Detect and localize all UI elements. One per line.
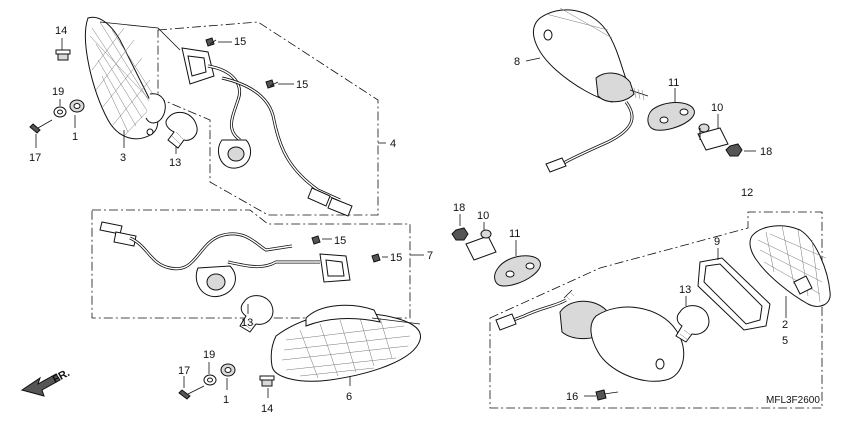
callout-7[interactable]: 7 bbox=[427, 250, 433, 262]
callout-1-top[interactable]: 1 bbox=[72, 131, 78, 143]
front-direction-label: FR. bbox=[51, 367, 72, 386]
callout-15-b[interactable]: 15 bbox=[296, 79, 308, 91]
gasket-9[interactable] bbox=[697, 257, 771, 331]
leader-lines-top-left bbox=[35, 21, 386, 154]
nut-18-bottom[interactable] bbox=[451, 227, 469, 241]
callout-10-bottom[interactable]: 10 bbox=[477, 210, 489, 222]
harness-4[interactable] bbox=[181, 47, 353, 217]
rear-winker-top[interactable] bbox=[532, 7, 649, 173]
callout-15-a[interactable]: 15 bbox=[234, 36, 246, 48]
callout-11-top[interactable]: 11 bbox=[668, 77, 679, 89]
clip-15-d[interactable] bbox=[371, 253, 381, 263]
clip-15-c[interactable] bbox=[311, 235, 321, 245]
grommet-11-bottom[interactable] bbox=[494, 255, 541, 287]
screw-14-bottom[interactable] bbox=[259, 375, 275, 387]
callout-17-top[interactable]: 17 bbox=[29, 152, 41, 164]
front-lens-left[interactable] bbox=[85, 16, 166, 140]
grommet-11-top[interactable] bbox=[647, 102, 695, 131]
leader-lines-bottom-left bbox=[183, 238, 424, 398]
callout-19-bottom[interactable]: 19 bbox=[203, 349, 215, 361]
group-7-outline bbox=[91, 209, 411, 319]
callout-3[interactable]: 3 bbox=[120, 152, 126, 164]
callout-9[interactable]: 9 bbox=[714, 236, 720, 248]
callout-18-top[interactable]: 18 bbox=[760, 146, 772, 158]
callout-15-d[interactable]: 15 bbox=[390, 252, 402, 264]
callout-12[interactable]: 12 bbox=[741, 187, 753, 199]
callout-15-c[interactable]: 15 bbox=[334, 235, 346, 247]
callout-6[interactable]: 6 bbox=[346, 391, 352, 403]
callout-14-bottom[interactable]: 14 bbox=[261, 403, 273, 415]
screw-14-top[interactable] bbox=[55, 49, 71, 61]
callout-1-bottom[interactable]: 1 bbox=[223, 394, 229, 406]
callout-13-bottom[interactable]: 13 bbox=[241, 317, 253, 329]
callout-5[interactable]: 5 bbox=[782, 335, 788, 347]
rear-winker-bottom[interactable] bbox=[495, 289, 685, 382]
bulb-13-top[interactable] bbox=[165, 111, 198, 149]
front-lens-bottom[interactable] bbox=[270, 304, 421, 382]
screw-16[interactable] bbox=[595, 389, 619, 401]
clip-15-a[interactable] bbox=[205, 37, 217, 47]
callout-10-top[interactable]: 10 bbox=[711, 102, 723, 114]
nut-18-top[interactable] bbox=[725, 143, 743, 157]
callout-16[interactable]: 16 bbox=[566, 391, 578, 403]
washer-19-bottom[interactable] bbox=[203, 374, 217, 386]
clip-15-b[interactable] bbox=[265, 79, 279, 89]
bulb-13-right[interactable] bbox=[675, 305, 710, 343]
callout-17-bottom[interactable]: 17 bbox=[178, 365, 190, 377]
collar-1-top[interactable] bbox=[69, 99, 85, 113]
callout-11-bottom[interactable]: 11 bbox=[509, 228, 520, 240]
screw-17-bottom[interactable] bbox=[178, 385, 205, 400]
callout-13-right[interactable]: 13 bbox=[679, 284, 691, 296]
callout-labels: 14 19 1 17 3 13 15 15 4 15 15 7 13 17 19… bbox=[29, 25, 788, 415]
washer-19-top[interactable] bbox=[53, 106, 67, 118]
group-4-outline bbox=[157, 21, 379, 216]
group-12-outline bbox=[489, 211, 823, 409]
rear-lens-right[interactable] bbox=[749, 225, 831, 307]
callout-4[interactable]: 4 bbox=[390, 138, 396, 150]
callout-2[interactable]: 2 bbox=[782, 319, 788, 331]
leader-lines-top-right bbox=[525, 57, 756, 152]
front-direction-arrow bbox=[20, 373, 61, 397]
callout-18-bottom[interactable]: 18 bbox=[453, 202, 465, 214]
diagram-code: MFL3F2600 bbox=[766, 395, 820, 406]
harness-7[interactable] bbox=[99, 221, 351, 298]
callout-13-top[interactable]: 13 bbox=[169, 157, 181, 169]
screw-17-top[interactable] bbox=[29, 119, 53, 134]
leader-lines-bottom-right bbox=[459, 214, 787, 397]
collar-1-bottom[interactable] bbox=[220, 363, 236, 377]
stay-10-top[interactable] bbox=[697, 123, 729, 151]
callout-8[interactable]: 8 bbox=[514, 56, 520, 68]
stay-10-bottom[interactable] bbox=[465, 229, 497, 261]
callout-19-top[interactable]: 19 bbox=[52, 86, 64, 98]
callout-14-top[interactable]: 14 bbox=[55, 25, 67, 37]
